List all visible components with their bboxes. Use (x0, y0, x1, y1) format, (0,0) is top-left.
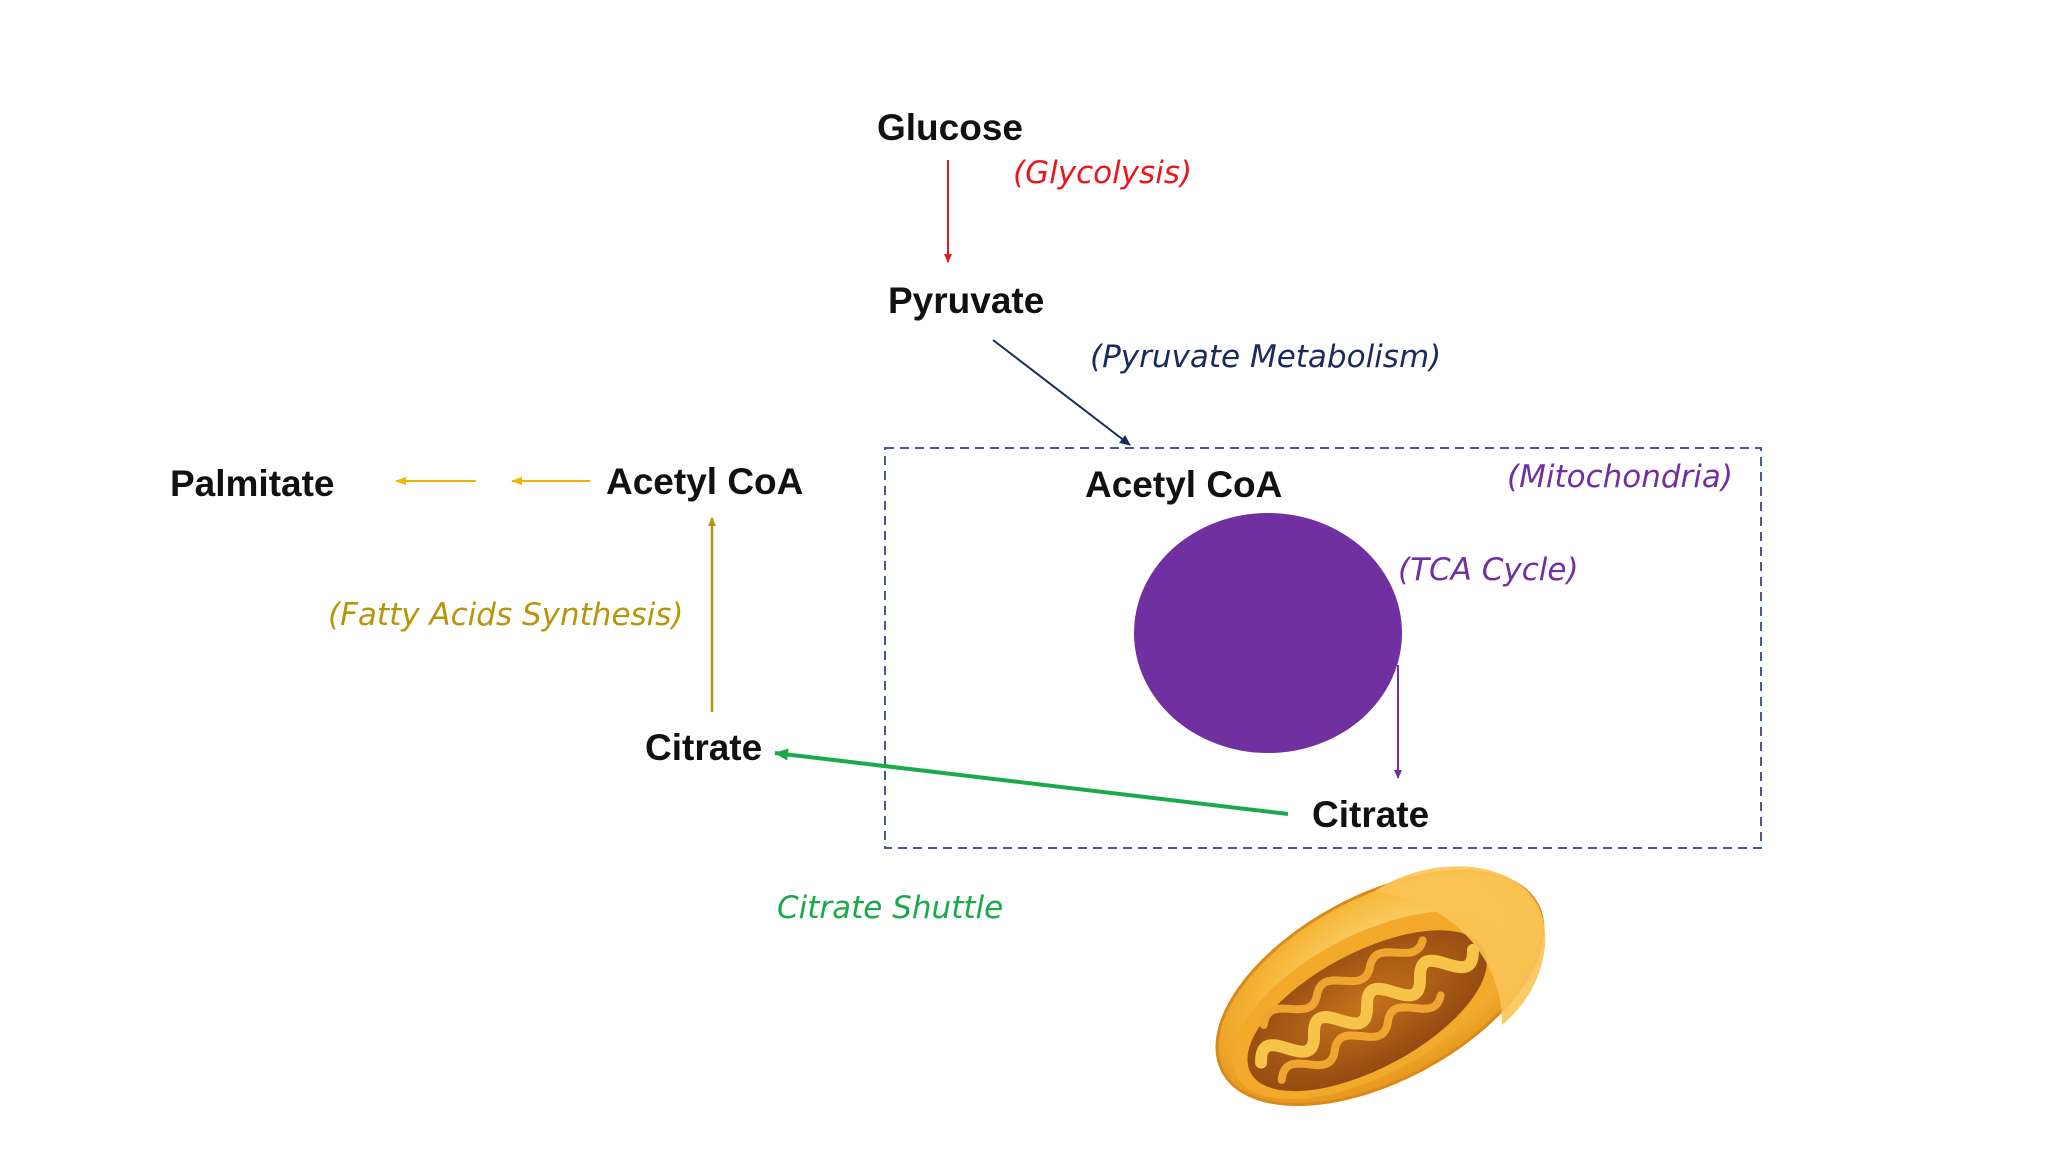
citrate-shuttle-label: Citrate Shuttle (777, 890, 1004, 926)
citrate-cytosol-label: Citrate (645, 727, 763, 768)
mitochondria-boundary (884, 447, 1762, 849)
mitochondrion-icon (1215, 866, 1546, 1107)
pyruvate-label: Pyruvate (888, 280, 1045, 321)
glucose-label: Glucose (877, 107, 1023, 148)
tca-cycle-label: (TCA Cycle) (1398, 552, 1579, 588)
pyruvate-metabolism-arrow (992, 339, 1131, 446)
fatty-acids-synthesis-label: (Fatty Acids Synthesis) (328, 597, 684, 633)
acetyl-coa-cytosol-label: Acetyl CoA (606, 461, 804, 502)
pyruvate-metabolism-label: (Pyruvate Metabolism) (1090, 339, 1442, 375)
citrate-shuttle-arrow (774, 748, 1289, 816)
acetyl-coa-mitochondria-label: Acetyl CoA (1085, 464, 1283, 505)
mitochondria-label: (Mitochondria) (1507, 459, 1734, 495)
citrate-mitochondria-label: Citrate (1312, 794, 1430, 835)
tca-cycle-circle (1134, 513, 1402, 753)
glycolysis-label: (Glycolysis) (1013, 155, 1193, 191)
palmitate-label: Palmitate (170, 463, 335, 504)
